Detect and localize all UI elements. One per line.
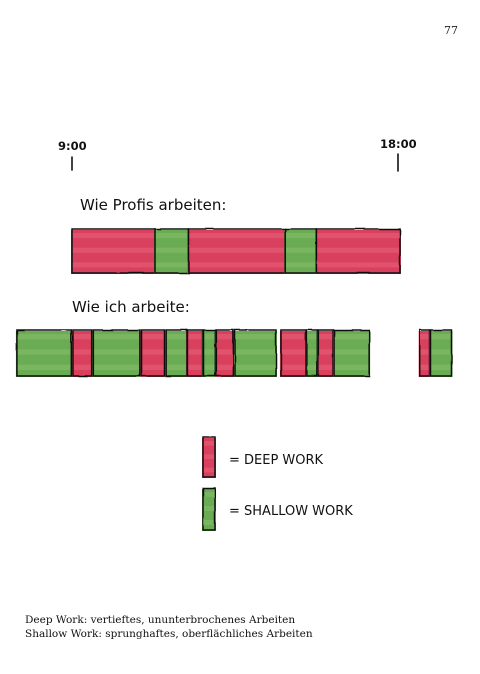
me-heading: Wie ich arbeite: (72, 298, 190, 316)
legend-shallow-swatch (202, 487, 216, 531)
footer-definitions: Deep Work: vertieftes, ununterbrochenes … (25, 613, 313, 641)
pros-block-shallow (284, 228, 318, 274)
me-block-shallow (15, 329, 73, 377)
timeline-markers: 9:00 18:00 (58, 137, 417, 172)
legend-shallow-label: = SHALLOW WORK (229, 504, 353, 519)
me-block-shallow (429, 329, 453, 377)
pros-block-shallow (153, 228, 190, 274)
pros-timeline (71, 228, 401, 274)
pros-heading: Wie Profis arbeiten: (80, 196, 226, 214)
me-block-shallow (165, 329, 188, 377)
legend-shallow-block (202, 487, 216, 531)
me-block-shallow (202, 329, 217, 377)
me-block-shallow (234, 329, 278, 377)
legend-deep-swatch (202, 436, 216, 478)
pros-block-deep (187, 228, 287, 274)
me-block-deep (418, 329, 431, 377)
me-block-deep (140, 329, 166, 377)
me-block-deep (186, 329, 204, 377)
page-number: 77 (444, 24, 458, 37)
time-end-label: 18:00 (380, 137, 417, 151)
footer-deep-definition: Deep Work: vertieftes, ununterbrochenes … (25, 614, 296, 626)
pros-block-deep (71, 228, 156, 274)
legend-deep-label: = DEEP WORK (229, 453, 324, 468)
pros-block-deep (315, 228, 401, 274)
me-block-shallow (92, 329, 141, 377)
footer-shallow-definition: Shallow Work: sprunghaftes, oberflächlic… (25, 628, 313, 640)
me-block-deep (215, 329, 235, 377)
me-block-deep (71, 329, 93, 377)
legend-deep-block (202, 436, 216, 478)
me-timeline (15, 329, 453, 377)
me-block-deep (279, 329, 307, 377)
time-start-label: 9:00 (58, 139, 87, 153)
me-block-deep (317, 329, 335, 377)
me-block-shallow (333, 329, 371, 377)
legend: = DEEP WORK = SHALLOW WORK (202, 436, 353, 531)
me-block-shallow (305, 329, 319, 377)
